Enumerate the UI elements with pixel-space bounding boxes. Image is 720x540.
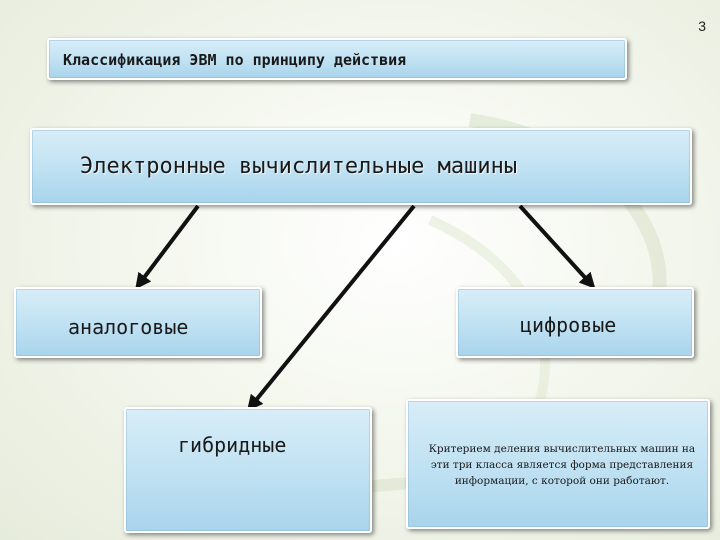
hybrid-node-box: гибридные [124, 407, 372, 533]
slide-title: Классификация ЭВМ по принципу действия [63, 51, 407, 69]
slide-title-box: Классификация ЭВМ по принципу действия [47, 38, 627, 80]
main-node-box: Электронные вычислительные машины [30, 128, 692, 205]
analog-node-box: аналоговые [14, 287, 262, 358]
arrow-to-analog [135, 204, 200, 290]
arrow-to-hybrid [246, 204, 416, 412]
arrow-to-digital [518, 204, 596, 289]
digital-node-box: цифровые [456, 287, 694, 358]
main-node-label: Электронные вычислительные машины [80, 154, 518, 179]
criterion-note-text: Критерием деления вычислительных машин н… [428, 443, 696, 487]
analog-node-label: аналоговые [68, 315, 189, 339]
criterion-note-box: Критерием деления вычислительных машин н… [406, 399, 710, 529]
page-number: 3 [698, 18, 706, 34]
digital-node-label: цифровые [520, 313, 617, 337]
hybrid-node-label: гибридные [178, 433, 287, 457]
